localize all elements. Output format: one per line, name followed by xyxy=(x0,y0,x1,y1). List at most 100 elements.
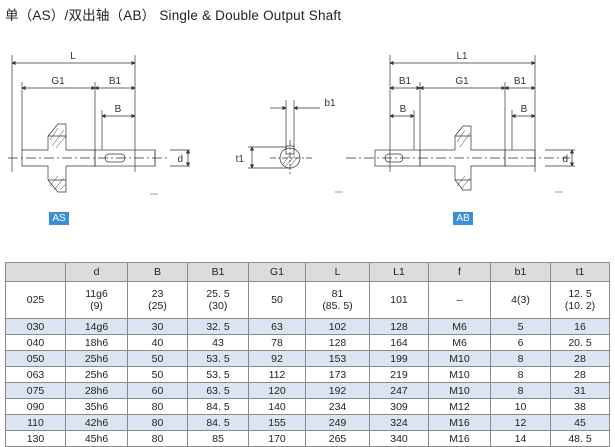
table-cell: 173 xyxy=(305,366,370,383)
cell-line: 12. 5 xyxy=(568,288,592,300)
table-cell: 38 xyxy=(550,398,610,415)
table-cell: 192 xyxy=(305,382,370,399)
table-cell: 53. 5 xyxy=(187,366,249,383)
table-header: t1 xyxy=(550,262,610,282)
table-cell: 45 xyxy=(550,414,610,431)
table-cell: 063 xyxy=(5,366,66,383)
table-cell: 50 xyxy=(248,281,306,319)
table-cell: 140 xyxy=(248,398,306,415)
as-drawing xyxy=(8,55,191,195)
table-cell: 16 xyxy=(550,318,610,335)
spec-table: d B B1 G1 L L1 f b1 t1 025 11g6(9) 23(25… xyxy=(5,262,610,447)
table-cell: 8 xyxy=(490,350,551,367)
table-cell: 170 xyxy=(248,430,306,447)
table-cell: 14 xyxy=(490,430,551,447)
dim-b-label: B xyxy=(115,104,122,115)
table-cell: M10 xyxy=(428,350,491,367)
ab-tag: AB xyxy=(453,212,473,225)
shaft-drawings: L G1 B1 B d b1 t1 L1 B1 G1 B1 B B d xyxy=(8,51,575,195)
table-cell: 48. 5 xyxy=(550,430,610,447)
table-cell: 11g6(9) xyxy=(65,281,128,319)
table-header xyxy=(5,262,66,282)
dim-b1-left-label: B1 xyxy=(399,76,412,87)
table-cell: 30 xyxy=(127,318,188,335)
table-cell: M6 xyxy=(428,334,491,351)
table-header: L1 xyxy=(369,262,429,282)
table-cell: 43 xyxy=(187,334,249,351)
table-cell: 265 xyxy=(305,430,370,447)
table-cell: 101 xyxy=(369,281,429,319)
table-cell: 120 xyxy=(248,382,306,399)
cell-line: (85. 5) xyxy=(322,300,353,312)
table-cell: 40 xyxy=(127,334,188,351)
table-cell: 309 xyxy=(369,398,429,415)
table-header: G1 xyxy=(248,262,306,282)
page-title: 单（AS）/双出轴（AB） Single & Double Output Sha… xyxy=(5,8,342,23)
table-cell: 340 xyxy=(369,430,429,447)
table-cell: 153 xyxy=(305,350,370,367)
table-cell: 075 xyxy=(5,382,66,399)
table-cell: 12. 5(10. 2) xyxy=(550,281,610,319)
table-cell: 20. 5 xyxy=(550,334,610,351)
table-header: d xyxy=(65,262,128,282)
table-cell: 60 xyxy=(127,382,188,399)
table-cell: 84. 5 xyxy=(187,398,249,415)
table-cell: 85 xyxy=(187,430,249,447)
table-cell: 247 xyxy=(369,382,429,399)
table-cell: 92 xyxy=(248,350,306,367)
table-cell: 25. 5(30) xyxy=(187,281,249,319)
cell-line: 81 xyxy=(331,288,344,300)
table-cell: 164 xyxy=(369,334,429,351)
table-cell: 80 xyxy=(127,430,188,447)
table-cell: 219 xyxy=(369,366,429,383)
table-cell: 112 xyxy=(248,366,306,383)
dim-b1-right-label: B1 xyxy=(514,76,527,87)
dim-b1-key-label: b1 xyxy=(324,98,336,109)
dim-g1-ab-label: G1 xyxy=(455,76,469,87)
table-cell: 84. 5 xyxy=(187,414,249,431)
dim-g1-label: G1 xyxy=(51,76,65,87)
table-cell: 130 xyxy=(5,430,66,447)
table-cell: 80 xyxy=(127,414,188,431)
table-cell: 10 xyxy=(490,398,551,415)
ab-drawing xyxy=(346,55,575,193)
table-cell: 8 xyxy=(490,366,551,383)
table-cell: 42h6 xyxy=(65,414,128,431)
table-cell: 63 xyxy=(248,318,306,335)
table-cell: 28 xyxy=(550,366,610,383)
table-cell: M6 xyxy=(428,318,491,335)
dim-l1-label: L1 xyxy=(456,51,468,62)
table-cell: 040 xyxy=(5,334,66,351)
table-cell: 25h6 xyxy=(65,366,128,383)
table-cell: 155 xyxy=(248,414,306,431)
dim-d-ab-label: d xyxy=(562,154,568,165)
table-cell: 78 xyxy=(248,334,306,351)
table-cell: 50 xyxy=(127,350,188,367)
table-cell: 090 xyxy=(5,398,66,415)
table-cell: 32. 5 xyxy=(187,318,249,335)
table-cell: 050 xyxy=(5,350,66,367)
cell-line: 23 xyxy=(151,288,164,300)
table-cell: 6 xyxy=(490,334,551,351)
table-cell: 50 xyxy=(127,366,188,383)
table-cell: 102 xyxy=(305,318,370,335)
table-cell: 81(85. 5) xyxy=(305,281,370,319)
table-header: b1 xyxy=(490,262,551,282)
dim-b-right-label: B xyxy=(521,104,528,115)
table-cell: 025 xyxy=(5,281,66,319)
table-cell: 35h6 xyxy=(65,398,128,415)
table-cell: 030 xyxy=(5,318,66,335)
table-cell: 12 xyxy=(490,414,551,431)
table-header: L xyxy=(305,262,370,282)
table-row: 025 11g6(9) 23(25) 25. 5(30) 50 81(85. 5… xyxy=(5,281,610,319)
table-cell: 8 xyxy=(490,382,551,399)
table-cell: 63. 5 xyxy=(187,382,249,399)
